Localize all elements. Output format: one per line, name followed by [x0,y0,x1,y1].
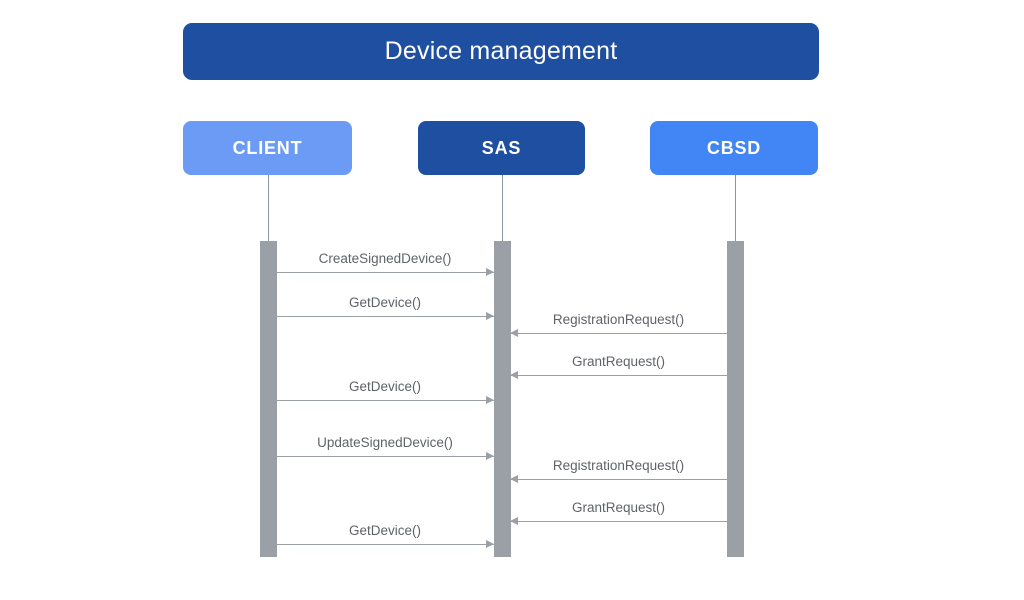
participant-label-client: CLIENT [232,137,303,158]
message-line-6 [276,456,494,457]
activation-bar-cbsd [727,241,744,557]
arrowhead-left-icon [510,371,518,379]
activation-bar-sas [494,241,511,557]
participant-client[interactable]: CLIENT [183,121,352,175]
message-label-5: GetDevice() [348,379,421,394]
participant-sas[interactable]: SAS [418,121,585,175]
activation-bar-client [260,241,277,557]
message-line-9 [276,544,494,545]
arrowhead-right-icon [486,452,494,460]
participant-cbsd[interactable]: CBSD [650,121,818,175]
message-line-4 [510,375,727,376]
message-label-4: GrantRequest() [571,354,666,369]
arrowhead-left-icon [510,475,518,483]
message-label-3: RegistrationRequest() [552,312,685,327]
message-line-5 [276,400,494,401]
arrowhead-right-icon [486,396,494,404]
message-line-3 [510,333,727,334]
message-label-2: GetDevice() [348,295,421,310]
message-label-7: RegistrationRequest() [552,458,685,473]
arrowhead-right-icon [486,540,494,548]
participant-label-sas: SAS [481,137,522,158]
diagram-title-box: Device management [183,23,819,80]
arrowhead-left-icon [510,517,518,525]
message-line-2 [276,316,494,317]
arrowhead-right-icon [486,312,494,320]
participant-label-cbsd: CBSD [706,137,762,158]
message-label-9: GetDevice() [348,523,421,538]
message-label-6: UpdateSignedDevice() [317,435,453,450]
message-line-1 [276,272,494,273]
message-line-8 [510,521,727,522]
message-label-8: GrantRequest() [571,500,666,515]
message-line-7 [510,479,727,480]
page-title: Device management [384,37,618,65]
arrowhead-right-icon [486,268,494,276]
message-label-1: CreateSignedDevice() [318,251,452,266]
arrowhead-left-icon [510,329,518,337]
